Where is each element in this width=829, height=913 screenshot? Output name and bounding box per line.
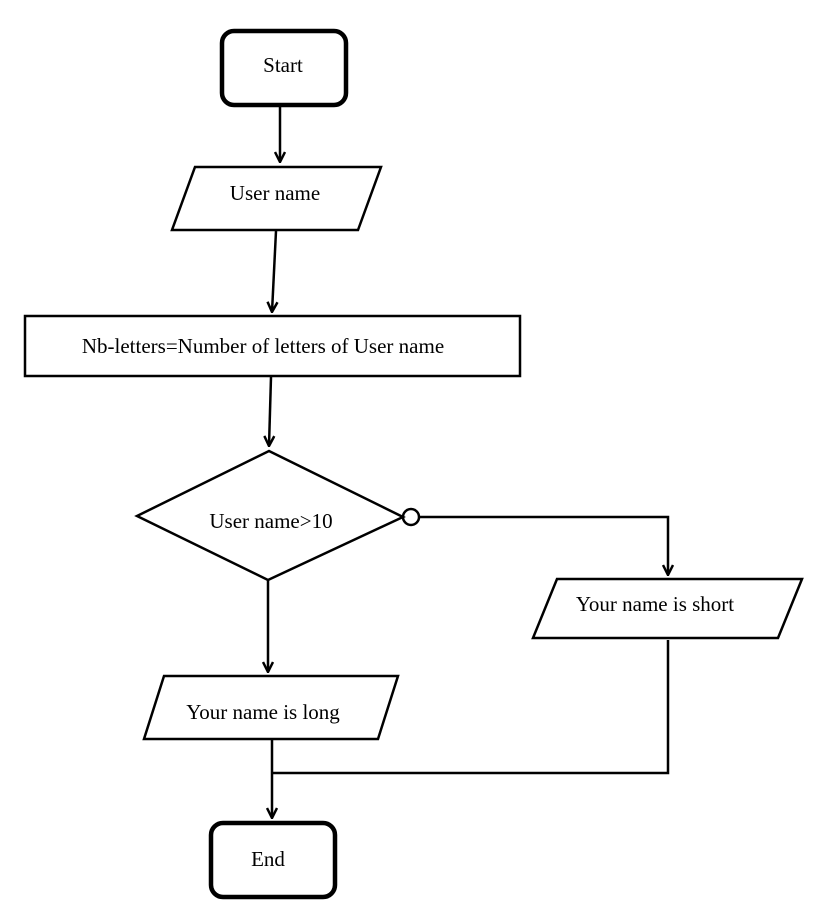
edge-decision-to-short bbox=[419, 515, 668, 575]
output-long-node: Your name is long bbox=[142, 674, 400, 741]
process-count-label: Nb-letters=Number of letters of User nam… bbox=[82, 334, 444, 358]
output-long-label: Your name is long bbox=[186, 700, 340, 724]
edges bbox=[268, 107, 668, 818]
edge-input-to-process bbox=[272, 230, 276, 312]
edge-short-to-end bbox=[272, 640, 670, 775]
end-label: End bbox=[251, 847, 285, 871]
input-user-name-node: User name bbox=[170, 165, 383, 232]
output-short-node: Your name is short bbox=[531, 577, 804, 640]
start-label: Start bbox=[263, 53, 303, 77]
output-short-label: Your name is short bbox=[576, 592, 734, 616]
process-count-node: Nb-letters=Number of letters of User nam… bbox=[23, 314, 522, 378]
start-node: Start bbox=[219, 28, 349, 108]
decision-label: User name>10 bbox=[209, 509, 332, 533]
edge-process-to-decision bbox=[269, 376, 271, 446]
end-node: End bbox=[208, 820, 338, 900]
input-user-name-label: User name bbox=[230, 181, 320, 205]
decision-node: User name>10 bbox=[134, 449, 406, 582]
